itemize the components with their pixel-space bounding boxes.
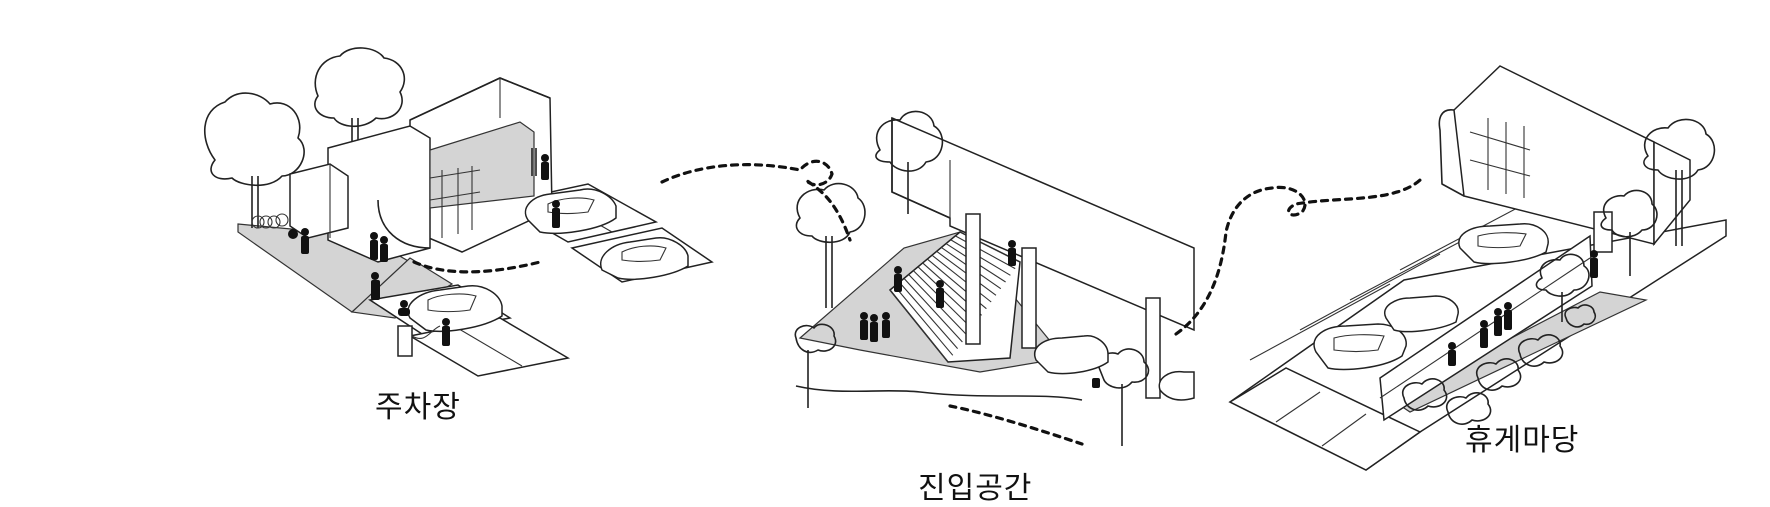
parking-building	[289, 77, 553, 263]
shrub-entrance	[794, 323, 1150, 446]
column-2	[1021, 247, 1037, 349]
label-rest-yard: 휴게마당	[1465, 423, 1580, 458]
door	[1593, 211, 1613, 253]
car-rest-1	[1458, 223, 1549, 265]
tree-rest-mid	[1600, 189, 1658, 276]
entrance-vignette	[794, 110, 1195, 446]
label-parking: 주차장	[375, 390, 461, 425]
rest-yard-vignette	[1228, 65, 1727, 471]
stair-tread	[889, 289, 949, 363]
stair-tread	[931, 254, 992, 303]
car-3	[407, 285, 503, 332]
label-entrance: 진입공간	[918, 471, 1033, 506]
car-entrance	[1033, 335, 1109, 375]
bicycle-rack	[251, 213, 289, 229]
tree-rest-right	[1643, 118, 1716, 246]
column-3	[1145, 297, 1161, 399]
column-1	[965, 213, 981, 345]
stall-line	[1299, 253, 1441, 331]
people-entrance	[860, 240, 1100, 388]
rest-yard-building	[1438, 65, 1691, 253]
staircase	[888, 231, 1021, 363]
tree-rest-small	[1535, 253, 1590, 322]
tree-entrance-top	[875, 110, 944, 214]
car-1	[524, 188, 617, 234]
tree-left	[204, 92, 305, 228]
stall-line	[1249, 283, 1391, 361]
shrubs-rest	[1401, 304, 1597, 425]
stair-tread	[903, 278, 963, 343]
car-rest-2	[1313, 323, 1407, 371]
dashed-connectors	[412, 159, 1426, 446]
parking-vignette	[204, 47, 714, 377]
people-rest	[1448, 250, 1598, 366]
stair-tread	[898, 281, 959, 350]
people-parking	[288, 154, 560, 346]
car-2	[599, 237, 689, 281]
car-rest-3	[1383, 295, 1459, 333]
stair-tread	[894, 285, 954, 356]
ev-charger	[397, 325, 413, 357]
car-entrance-right	[1158, 370, 1195, 401]
